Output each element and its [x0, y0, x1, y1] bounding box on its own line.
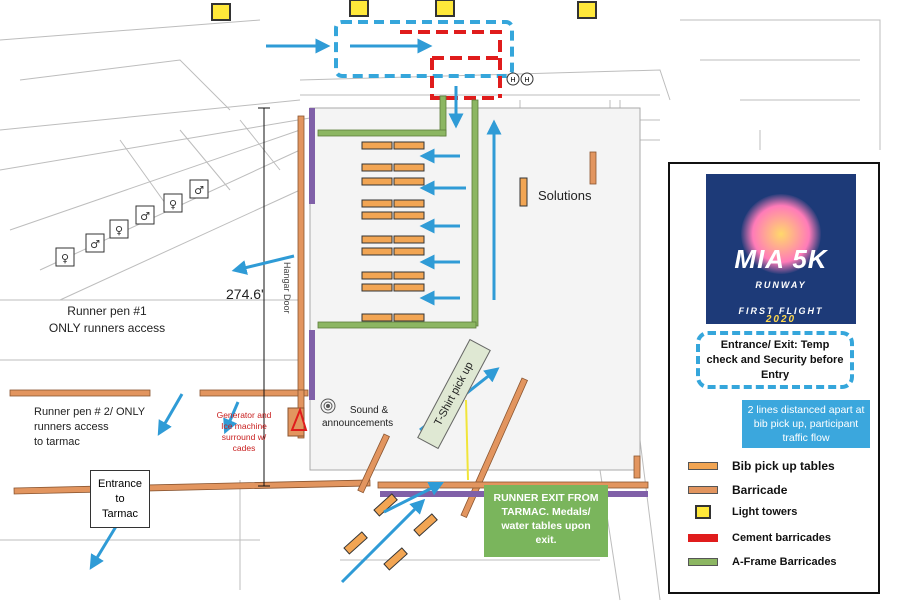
runner-pen-1-line2: ONLY runners access [48, 321, 166, 335]
barricade-swatch [688, 486, 718, 494]
generator-line2: Ice machine [221, 421, 267, 431]
runner-pen-2-line2: runners access [34, 421, 109, 433]
legend-bib-label: Bib pick up tables [732, 459, 835, 473]
logo-first-flight: FIRST FLIGHT [738, 306, 824, 316]
legend-item-light: Light towers [688, 504, 797, 520]
generator-label: Generator and Ice machine surround w/ ca… [214, 410, 274, 454]
solutions-label: Solutions [538, 188, 592, 203]
cement-barricade-swatch [688, 534, 718, 542]
svg-text:♀: ♀ [169, 198, 177, 211]
hh-signs: H H [506, 72, 534, 86]
logo-runway: RUNWAY [755, 280, 807, 290]
svg-text:♂: ♂ [90, 238, 100, 251]
sound-line2: announcements [322, 418, 394, 429]
light-tower-icon [695, 505, 711, 519]
runner-pen-1-label: Runner pen #1 ONLY runners access [32, 303, 182, 337]
runner-pen-2-line3: to tarmac [34, 436, 80, 448]
sound-icon [320, 398, 336, 414]
svg-text:H: H [524, 76, 529, 84]
top-entrance-zone [334, 20, 514, 78]
svg-text:H: H [510, 76, 515, 84]
logo-year: 2020 [765, 314, 797, 324]
legend-light-label: Light towers [732, 506, 798, 518]
svg-text:♂: ♂ [194, 184, 204, 197]
restroom-icons: ♀ ♂ ♀ ♂ ♀ ♂ [55, 179, 209, 267]
generator-line3: surround w/ [221, 432, 267, 442]
runner-pen-1-line1: Runner pen #1 [67, 304, 147, 318]
entrance-tarmac-line1: Entrance [97, 477, 143, 490]
exit-tables [343, 493, 438, 571]
dimension-line [258, 107, 270, 487]
legend-barricade-label: Barricade [732, 483, 788, 497]
svg-text:♀: ♀ [61, 252, 69, 265]
generator-line1: Generator and [216, 410, 272, 420]
logo-sunburst [741, 194, 821, 274]
yellow-line [465, 399, 469, 481]
runner-exit-box: RUNNER EXIT FROM TARMAC. Medals/ water t… [484, 485, 608, 557]
entrance-tarmac-line3: Tarmac [101, 507, 139, 520]
runner-exit-line3: water tables upon [501, 520, 591, 532]
cement-barricades [400, 30, 502, 100]
a-frame-swatch [688, 558, 718, 566]
traffic-flow-note: 2 lines distanced apart at bib pick up, … [742, 400, 870, 448]
legend-panel: MIA 5K RUNWAY FIRST FLIGHT 2020 Entrance… [668, 162, 880, 594]
sound-label: Sound & announcements [322, 404, 394, 430]
legend-item-aframe: A-Frame Barricades [688, 554, 837, 570]
legend-item-barricade: Barricade [688, 482, 787, 498]
bib-table-swatch [688, 462, 718, 470]
entrance-to-tarmac-box: Entrance to Tarmac [90, 470, 150, 528]
svg-text:♀: ♀ [115, 224, 123, 237]
event-logo: MIA 5K RUNWAY FIRST FLIGHT 2020 [706, 174, 856, 324]
runner-pen-2-line1: Runner pen # 2/ ONLY [34, 406, 146, 418]
bib-tables [361, 141, 528, 322]
entrance-exit-note: Entrance/ Exit: Temp check and Security … [696, 331, 854, 389]
generator-line4: cades [232, 443, 256, 453]
a-frame-barricades [317, 95, 479, 329]
runner-exit-line4: exit. [535, 534, 557, 546]
logo-title: MIA 5K [734, 244, 828, 274]
entrance-tarmac-line2: to [115, 492, 125, 505]
light-towers [211, 0, 597, 21]
sound-line1: Sound & [349, 405, 389, 416]
svg-text:♂: ♂ [140, 210, 150, 223]
legend-aframe-label: A-Frame Barricades [732, 556, 837, 568]
runner-exit-line2: TARMAC. Medals/ [501, 506, 591, 518]
legend-cement-label: Cement barricades [732, 532, 832, 544]
dimension-label: 274.6' [226, 286, 264, 302]
generator-icon [287, 406, 308, 437]
legend-item-bib: Bib pick up tables [688, 458, 835, 474]
hangar-door-label: Hangar Door [282, 262, 292, 314]
runner-exit-line1: RUNNER EXIT FROM [493, 492, 599, 504]
legend-item-cement: Cement barricades [688, 530, 831, 546]
runner-pen-2-label: Runner pen # 2/ ONLY runners access to t… [34, 405, 164, 450]
light-tower-swatch [688, 505, 718, 519]
